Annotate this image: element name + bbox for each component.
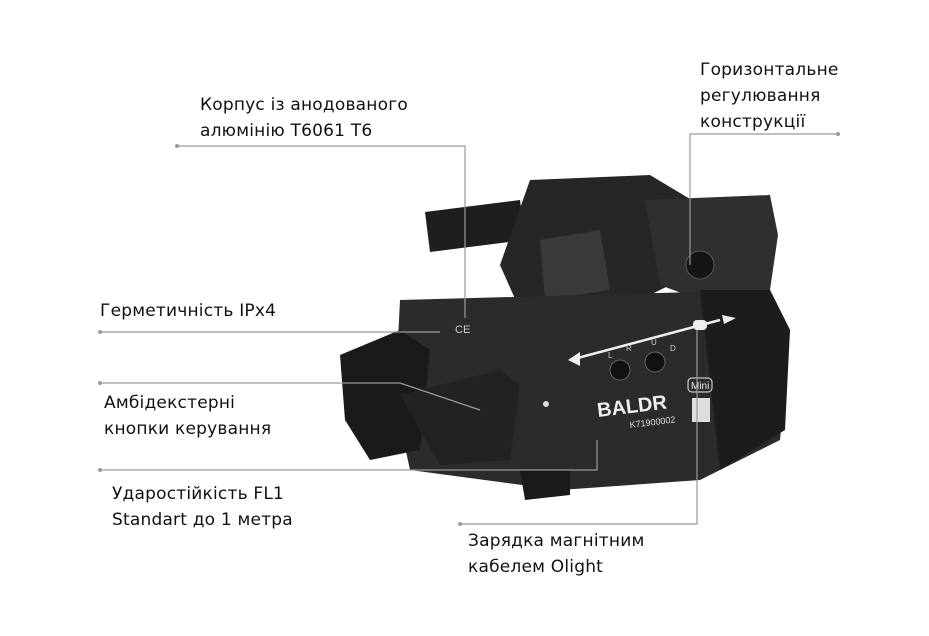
label-u: U: [651, 338, 657, 347]
callout-charging: Зарядка магнітним кабелем Olight: [468, 528, 644, 580]
label-l: L: [608, 351, 613, 360]
callout-text: алюмінію T6061 T6: [200, 121, 373, 141]
callout-ambidextrous: Амбідекстерні кнопки керування: [104, 390, 271, 442]
qr-code: [692, 398, 710, 422]
callout-text: Горизонтальне: [700, 60, 839, 80]
callout-text: Ударостійкість FL1: [112, 484, 285, 504]
callout-text: Герметичність IPx4: [100, 301, 277, 321]
windage-screw: [685, 250, 715, 280]
leader-lines: [100, 133, 838, 525]
callout-text: регулювання: [700, 86, 821, 106]
callout-text: Standart до 1 метра: [112, 510, 293, 530]
switch-screw-lr: [609, 359, 631, 381]
flashlight-body: L R U D BALDR Mini K71900002 CE: [340, 290, 790, 500]
callout-waterproof: Герметичність IPx4: [100, 298, 276, 324]
callout-text: Амбідекстерні: [104, 393, 236, 413]
callout-text: кабелем Olight: [468, 557, 604, 577]
label-d: D: [670, 344, 676, 353]
ce-mark: CE: [455, 324, 470, 336]
rail-mount: [425, 175, 778, 310]
callout-housing: Корпус із анодованого алюмінію T6061 T6: [200, 92, 408, 144]
callout-impact: Ударостійкість FL1 Standart до 1 метра: [112, 481, 293, 533]
callout-text: кнопки керування: [104, 419, 272, 439]
callout-text: Корпус із анодованого: [200, 95, 408, 115]
callout-text: конструкції: [700, 112, 806, 132]
callout-text: Зарядка магнітним: [468, 531, 645, 551]
label-r: R: [626, 344, 632, 353]
callout-windage: Горизонтальне регулювання конструкції: [700, 57, 839, 135]
switch-screw-ud: [644, 351, 666, 373]
model-badge: Mini: [691, 381, 709, 392]
